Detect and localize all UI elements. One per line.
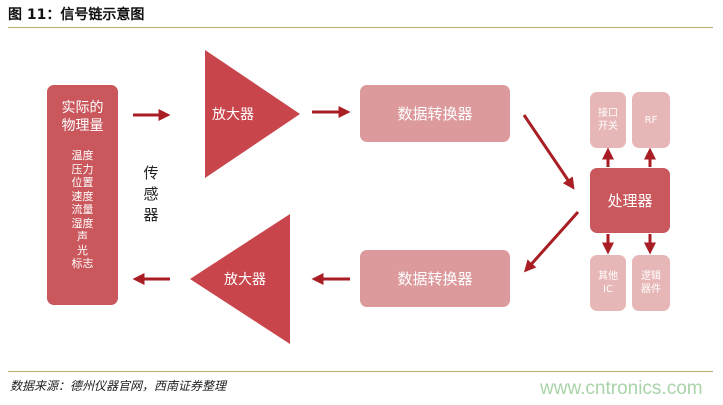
interface-switch-box: 接口 开关 bbox=[590, 92, 626, 148]
list-item: 温度 bbox=[71, 149, 94, 162]
top-divider bbox=[8, 27, 713, 28]
amplifier-bottom-label: 放大器 bbox=[224, 272, 266, 288]
amplifier-bottom-triangle bbox=[190, 214, 290, 344]
processor-box: 处理器 bbox=[590, 168, 670, 233]
sensor-label: 传 感 器 bbox=[142, 163, 160, 226]
watermark: www.cntronics.com bbox=[540, 378, 703, 399]
logic-device-line: 器件 bbox=[641, 284, 661, 295]
other-ic-box: 其他 IC bbox=[590, 255, 626, 311]
amplifier-top-triangle bbox=[205, 50, 300, 178]
list-item: 声 bbox=[77, 230, 88, 243]
interface-switch-line: 开关 bbox=[598, 121, 618, 132]
logic-device-line: 逻辑 bbox=[641, 271, 661, 282]
list-item: 湿度 bbox=[71, 216, 94, 230]
rf-box: RF bbox=[632, 92, 670, 148]
arrow-converter-to-processor bbox=[522, 114, 575, 190]
logic-device-box: 逻辑 器件 bbox=[632, 255, 670, 311]
sensor-char: 感 bbox=[143, 185, 159, 203]
other-ic-line: IC bbox=[603, 284, 613, 295]
figure-title: 图 11：信号链示意图 bbox=[8, 7, 145, 23]
arrow-processor-to-converter bbox=[523, 210, 580, 273]
list-item: 速度 bbox=[71, 189, 94, 203]
source-note: 数据来源：德州仪器官网，西南证券整理 bbox=[10, 379, 227, 393]
interface-switch-line: 接口 bbox=[598, 108, 618, 119]
physical-quantity-box: 实际的物理量 温度 压力 位置 速度 流量 湿度 声 光 标志 bbox=[47, 85, 118, 305]
converter-top-box: 数据转换器 bbox=[360, 85, 510, 142]
bottom-divider bbox=[8, 371, 713, 372]
list-item: 标志 bbox=[71, 257, 94, 270]
sensor-char: 器 bbox=[143, 206, 159, 224]
amplifier-top-label: 放大器 bbox=[212, 107, 254, 123]
list-item: 流量 bbox=[71, 203, 94, 216]
list-item: 压力 bbox=[71, 162, 94, 176]
physical-quantity-heading: 实际的物理量 bbox=[61, 100, 104, 134]
sensor-char: 传 bbox=[143, 164, 159, 182]
converter-bottom-box: 数据转换器 bbox=[360, 250, 510, 307]
other-ic-line: 其他 bbox=[598, 271, 618, 282]
list-item: 光 bbox=[77, 243, 88, 257]
list-item: 位置 bbox=[71, 176, 94, 189]
